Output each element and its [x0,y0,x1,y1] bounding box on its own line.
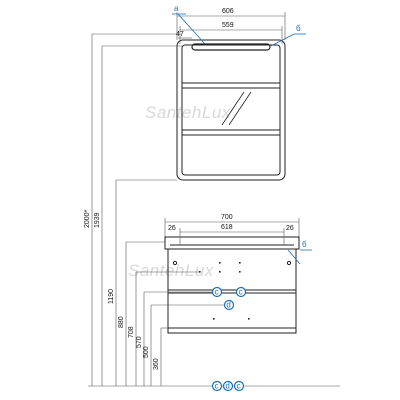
mirror-glare-1 [221,91,245,126]
dim-26-left-label: 26 [168,225,176,232]
callout-a-leader [177,13,206,45]
callout-b-cabinet-label: б [302,240,307,249]
mounting-points [199,262,250,320]
callout-a-label: а [174,4,179,13]
vanity-cabinet [164,236,300,334]
floor-drain-mark-label: d [225,382,229,391]
basin-top [164,236,300,250]
watermark-group: SantehLux SantehLux [128,103,231,280]
height-500-label: 500 [143,346,150,358]
height-570-label: 570 [136,336,143,348]
cabinet-dimensions [164,218,300,245]
floor-connections: c d c [211,380,245,392]
height-2000-label: 2000* [84,209,91,228]
callout-b-cabinet-leader [287,249,301,265]
cabinet-connections: c c d [211,286,247,311]
dim-606-label: 606 [222,8,234,15]
height-1190-label: 1190 [108,289,115,304]
mirror-dimensions [176,12,286,44]
mirror-light-bar [191,43,271,51]
dim-559-label: 559 [222,22,234,29]
cabinet-right-knob [286,260,292,266]
cabinet-left-knob [172,260,178,266]
dim-700-label: 700 [221,214,233,221]
dim-26-right-label: 26 [286,225,294,232]
height-880-label: 880 [118,316,125,328]
mirror-glare-2 [228,91,252,126]
floor-drain-mark [222,380,234,392]
drain-mark [223,299,235,311]
dim-618-label: 618 [221,224,233,231]
mirror-cabinet [176,39,286,181]
height-708-label: 708 [128,326,135,338]
hot-water-mark-label: c [239,288,243,297]
floor-cold-mark-label: c [215,382,219,391]
floor-hot-mark-label: c [237,382,241,391]
mirror-outer-frame [176,39,286,181]
cold-water-mark [211,286,223,298]
dim-47-label: 47 [176,31,184,38]
watermark-bottom: SantehLux [128,261,214,280]
callout-b-mirror-label: б [296,24,301,33]
floor-hot-mark [233,380,245,392]
drain-mark-label: d [226,301,230,310]
height-1939-label: 1939 [94,212,101,228]
mirror-inner-frame [181,44,281,176]
cabinet-body [167,248,297,334]
callout-b-mirror-leader [270,33,295,47]
floor-cold-mark [211,380,223,392]
height-360-label: 360 [153,358,160,370]
cold-water-mark-label: c [215,288,219,297]
hot-water-mark [235,286,247,298]
watermark-top: SantehLux [145,103,231,122]
